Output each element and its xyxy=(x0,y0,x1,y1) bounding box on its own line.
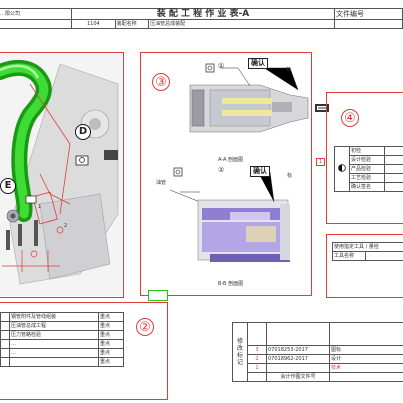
kp-status-5: 重点 xyxy=(98,357,124,367)
rev-n-2: 1 xyxy=(247,363,267,373)
note-2: 标 xyxy=(287,173,293,179)
rev-n-1: 2 xyxy=(247,354,267,364)
rev-name-1: 设计 xyxy=(329,354,403,364)
page-title: 装 配 工 程 作 业 表-A xyxy=(71,8,335,20)
section-bb-label: B-B 剖面图 xyxy=(218,281,244,287)
kp-status-2: 重点 xyxy=(98,330,124,340)
mark-1: ① xyxy=(218,62,225,70)
tools-title: 使用指定工具 / 量检 xyxy=(332,242,403,252)
kp-status-0: 重点 xyxy=(98,312,124,322)
bottom-left-panel xyxy=(0,302,168,400)
left-image-panel xyxy=(0,52,124,298)
kp-desc-1: 压油管总成工程 xyxy=(9,321,99,331)
note-1: 标 xyxy=(286,67,292,73)
tools-table: 使用指定工具 / 量检 工具名称 xyxy=(332,242,403,261)
assembly-photo xyxy=(0,54,122,296)
tools-row-label: 工具名称 xyxy=(332,251,366,261)
check-table: 初检 设计检验 产品检验 工艺检验 确认签名 xyxy=(334,146,403,192)
rev-n-0: 3 xyxy=(247,345,267,355)
callout-d: D xyxy=(75,124,91,140)
section-bb-drawing xyxy=(169,167,290,262)
rev-code-1: 07018962-2017 xyxy=(266,354,330,364)
kp-status-4: 重点 xyxy=(98,348,124,358)
green-marker xyxy=(148,290,168,301)
kp-desc-3: … xyxy=(9,339,99,349)
check-row-4: 确认签名 xyxy=(349,182,385,192)
check-row-2: 产品检验 xyxy=(349,164,385,174)
assembly-name-value: 压油管总成装配 xyxy=(148,19,335,29)
confirm-badge-2: 确认 xyxy=(250,166,270,177)
panel-number-4: ④ xyxy=(341,109,359,127)
revision-side-label: 修 改 标 记 xyxy=(232,322,248,382)
half-circle-icon xyxy=(338,163,346,172)
assembly-name-label: 装配名称 xyxy=(114,19,150,29)
section-aa-label: A-A 剖面图 xyxy=(218,157,244,163)
check-row-1: 设计检验 xyxy=(349,155,385,165)
panel-number-3: ③ xyxy=(152,73,170,91)
company-name: …限公司 xyxy=(0,8,72,20)
revision-footer: 会计作图文件号 xyxy=(266,372,330,382)
kp-desc-0: 钢管附件及管线组装 xyxy=(9,312,99,322)
file-number-label: 文件编号 xyxy=(334,8,403,20)
assembly-number: 1104 xyxy=(71,19,116,29)
side-number: 1 xyxy=(316,158,326,166)
callout-num-2: 2 xyxy=(64,223,68,229)
section-aa-drawing xyxy=(189,63,309,133)
tools-panel xyxy=(326,234,403,298)
center-section-panel xyxy=(140,52,312,296)
header-table: …限公司 装 配 工 程 作 业 表-A 文件编号 1104 装配名称 压油管总… xyxy=(0,8,403,29)
clamp-icon xyxy=(315,104,329,112)
kp-desc-5 xyxy=(9,357,99,367)
kp-desc-2: 压力管路检验 xyxy=(9,330,99,340)
pipe-label: 油管 xyxy=(156,180,167,186)
rev-code-2 xyxy=(266,363,330,373)
callout-e: E xyxy=(0,178,16,194)
key-points-table: 钢管附件及管线组装重点 压油管总成工程重点 压力管路检验重点 …重点 …重点 重… xyxy=(0,312,124,367)
check-row-0: 初检 xyxy=(349,146,385,156)
kp-desc-4: … xyxy=(9,348,99,358)
panel-number-2: ② xyxy=(136,318,154,336)
callout-num-1: 1 xyxy=(38,204,42,210)
rev-name-2: 技术 xyxy=(329,363,403,373)
right-check-panel xyxy=(326,92,403,224)
rev-code-0: 07018253-2017 xyxy=(266,345,330,355)
check-row-3: 工艺检验 xyxy=(349,173,385,183)
kp-status-3: 重点 xyxy=(98,339,124,349)
rev-name-0: 图标 xyxy=(329,345,403,355)
confirm-badge-1: 确认 xyxy=(248,58,268,69)
kp-status-1: 重点 xyxy=(98,321,124,331)
mark-2: ② xyxy=(218,166,225,174)
